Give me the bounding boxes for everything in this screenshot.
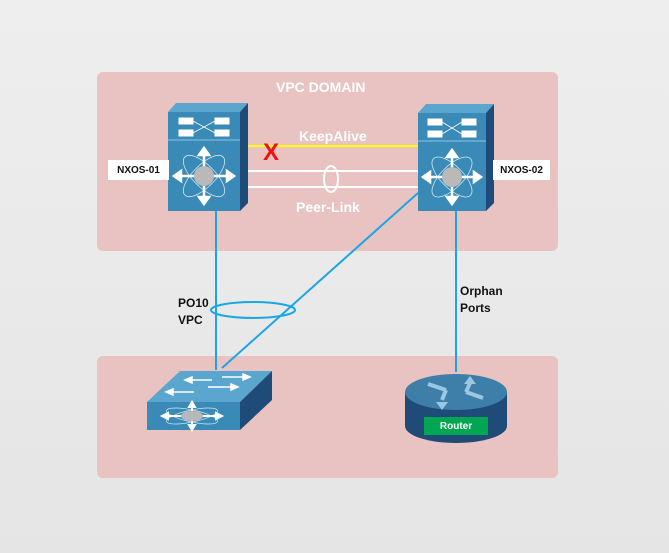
peer-link-bundle-icon [323, 165, 339, 193]
multilayer-switch-icon [420, 147, 484, 207]
multilayer-switch-icon [159, 400, 225, 432]
peer-link-label: Peer-Link [296, 199, 360, 215]
crossbar-icon [178, 117, 230, 137]
nxos-01-switch[interactable] [168, 103, 248, 211]
orphan-label-line2: Ports [460, 301, 491, 315]
po10-label: PO10 VPC [178, 295, 209, 329]
multilayer-switch-icon [171, 145, 237, 207]
po10-link-nxos02[interactable] [221, 192, 419, 369]
po10-label-line1: PO10 [178, 296, 209, 310]
orphan-ports-label: Orphan Ports [460, 283, 503, 317]
vpc-domain-title: VPC DOMAIN [276, 79, 366, 95]
router-label: Router [424, 417, 488, 435]
arrows-icon [164, 372, 252, 397]
keepalive-label: KeepAlive [299, 128, 367, 144]
nxos-01-label: NXOS-01 [108, 160, 169, 180]
po10-bundle-icon [210, 301, 296, 319]
nxos-02-label: NXOS-02 [493, 160, 550, 180]
nxos-02-switch[interactable] [418, 104, 494, 211]
access-switch[interactable] [147, 371, 272, 432]
router-arrows-icon [427, 376, 484, 410]
crossbar-icon [427, 118, 477, 138]
po10-label-line2: VPC [178, 313, 203, 327]
orphan-label-line1: Orphan [460, 284, 503, 298]
keepalive-down-mark: X [263, 139, 279, 166]
